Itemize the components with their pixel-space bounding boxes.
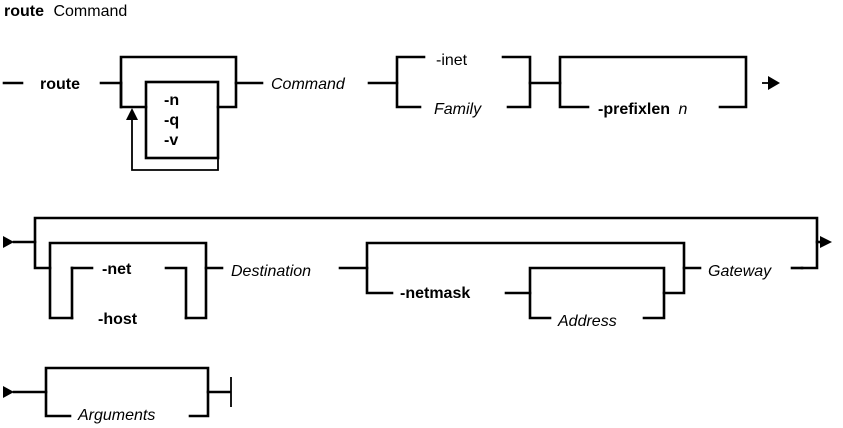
row-1: route -n -q -v Command -inet Family [2,52,780,171]
address-optional-rails [528,266,666,320]
family-rails [395,55,532,109]
row2-end-arrow-icon [820,236,832,248]
row2-start-arrow-icon [3,236,14,248]
row3-start-arrow-icon [3,386,14,398]
diagram-title: route Command [4,3,127,20]
prefixlen-rails [558,55,748,109]
flag-v: -v [164,132,178,149]
title-keyword: route [4,3,44,20]
option-host: -host [98,311,138,328]
net-host-choice: -net -host [48,241,208,328]
row2-outer-bracket [33,216,819,270]
netmask-rails [365,241,686,295]
flag-n: -n [164,92,179,109]
flags-repeat-arrow [131,107,219,171]
route-keyword: route [40,76,80,93]
option-family: Family [434,101,482,118]
flags-loop: -n -q -v [119,55,264,171]
address-param: Address [557,313,617,330]
prefixlen-option: -prefixlen n [598,101,687,118]
arguments-param: Arguments [77,407,155,424]
continue-arrow-icon [768,76,780,90]
arguments-optional-rails [44,366,210,418]
netmask-keyword: -netmask [400,285,470,302]
option-inet: -inet [436,52,468,69]
title-rest: Command [53,3,127,20]
net-host-top [48,241,208,320]
command-param: Command [271,76,346,93]
destination-param: Destination [231,263,311,280]
prefixlen-optional: -prefixlen n [558,55,748,118]
option-net: -net [102,261,132,278]
row-3: Arguments [3,366,232,424]
family-choice: -inet Family [395,52,532,118]
net-host-inner [70,266,188,320]
row-2: -net -host Destination -netmask Address … [3,216,832,330]
flag-q: -q [164,112,179,129]
gateway-param: Gateway [708,263,772,280]
flags-box [144,80,220,160]
repeat-arrowhead-icon [126,108,138,120]
netmask-optional: -netmask Address [365,241,686,330]
prefixlen-arg: n [678,101,687,118]
prefixlen-keyword: -prefixlen [598,101,670,118]
